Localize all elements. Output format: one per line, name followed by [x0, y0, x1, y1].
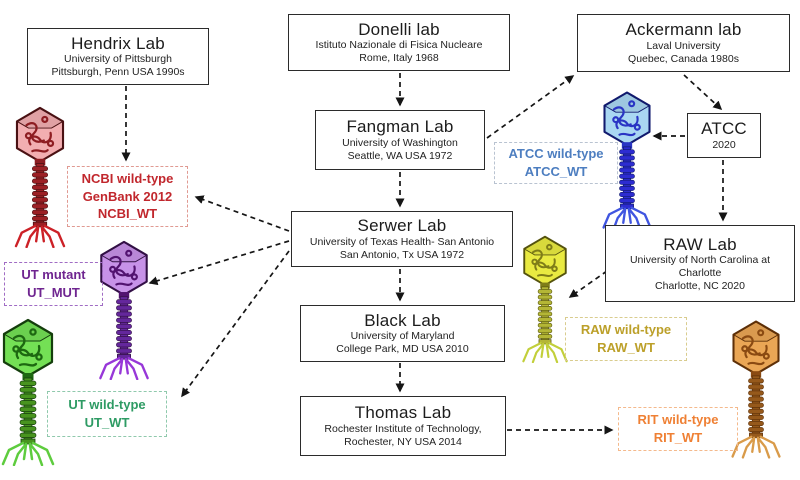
- sample-line: RAW_WT: [597, 340, 655, 355]
- sample-box-ncbi-wt: NCBI wild-type GenBank 2012 NCBI_WT: [67, 166, 188, 227]
- lab-title: RAW Lab: [663, 234, 737, 254]
- lab-subtitle: University of North Carolina at Charlott…: [629, 254, 771, 279]
- lab-title: Thomas Lab: [354, 403, 452, 423]
- lab-title: ATCC: [701, 119, 747, 139]
- sample-line: UT_MUT: [27, 285, 80, 300]
- phage-ncbi-red-icon: [4, 106, 76, 248]
- lab-subtitle: College Park, MD USA 2010: [336, 343, 469, 356]
- sample-line: UT mutant: [21, 267, 86, 283]
- lab-title: Ackermann lab: [625, 20, 742, 40]
- lab-box-ackermann: Ackermann lab Laval University Quebec, C…: [577, 14, 790, 72]
- lab-box-hendrix: Hendrix Lab University of Pittsburgh Pit…: [27, 28, 209, 85]
- lab-box-fangman: Fangman Lab University of Washington Sea…: [315, 110, 485, 170]
- lab-subtitle: Charlotte, NC 2020: [655, 279, 745, 292]
- lab-subtitle: 2020: [712, 138, 736, 151]
- phage-ut-mutant-purple-icon: [92, 240, 156, 380]
- sample-line: NCBI_WT: [97, 206, 158, 222]
- lab-box-atcc: ATCC 2020: [687, 113, 761, 158]
- lab-title: Hendrix Lab: [71, 33, 165, 53]
- arrow-serwer-to-utwt: [181, 250, 290, 398]
- lab-subtitle: Seattle, WA USA 1972: [347, 149, 453, 162]
- sample-box-raw-wt: RAW wild-type RAW_WT: [565, 317, 687, 361]
- lab-box-black: Black Lab University of Maryland College…: [300, 305, 505, 362]
- sample-line: RAW wild-type: [580, 322, 672, 338]
- lab-subtitle: Rome, Italy 1968: [359, 52, 439, 65]
- sample-line: ATCC_WT: [524, 164, 588, 179]
- lab-subtitle: Rochester Institute of Technology,: [324, 422, 482, 435]
- lab-subtitle: University of Maryland: [350, 330, 455, 343]
- lab-subtitle: Pittsburgh, Penn USA 1990s: [51, 66, 185, 79]
- lab-box-serwer: Serwer Lab University of Texas Health- S…: [291, 211, 513, 267]
- lab-subtitle: Quebec, Canada 1980s: [628, 52, 739, 65]
- lab-box-raw: RAW Lab University of North Carolina at …: [605, 225, 795, 302]
- lab-box-thomas: Thomas Lab Rochester Institute of Techno…: [300, 396, 506, 456]
- lab-subtitle: Laval University: [646, 39, 721, 52]
- lab-title: Black Lab: [364, 310, 441, 330]
- arrow-ackermann-to-atcc: [683, 74, 723, 111]
- lab-title: Fangman Lab: [346, 117, 454, 137]
- arrow-raw-to-yellowphage: [568, 270, 608, 298]
- lab-subtitle: University of Texas Health- San Antonio: [309, 235, 495, 248]
- sample-line: UT_WT: [84, 415, 130, 430]
- lab-subtitle: University of Washington: [342, 136, 458, 149]
- sample-box-rit-wt: RIT wild-type RIT_WT: [618, 407, 738, 451]
- lab-subtitle: Rochester, NY USA 2014: [344, 435, 462, 448]
- lab-title: Donelli lab: [358, 19, 440, 39]
- sample-line: RIT wild-type: [637, 412, 719, 428]
- sample-box-atcc-wt: ATCC wild-type ATCC_WT: [494, 142, 618, 184]
- sample-line: GenBank 2012: [82, 188, 173, 204]
- lab-subtitle: San Antonio, Tx USA 1972: [339, 248, 465, 261]
- lab-box-donelli: Donelli lab Istituto Nazionale di Fisica…: [288, 14, 510, 71]
- sample-line: UT wild-type: [68, 397, 146, 413]
- arrow-fangman-to-ackermann: [486, 75, 575, 139]
- sample-line: NCBI wild-type: [81, 171, 174, 187]
- lab-title: Serwer Lab: [357, 216, 447, 236]
- arrow-serwer-to-ncbi: [194, 195, 290, 232]
- arrow-serwer-to-utmut: [148, 240, 290, 286]
- sample-line: ATCC wild-type: [508, 146, 604, 162]
- sample-box-ut-wt: UT wild-type UT_WT: [47, 391, 167, 437]
- sample-box-ut-mut: UT mutant UT_MUT: [4, 262, 103, 306]
- sample-line: RIT_WT: [653, 430, 703, 445]
- lab-subtitle: Istituto Nazionale di Fisica Nucleare: [315, 39, 483, 52]
- lab-subtitle: University of Pittsburgh: [64, 53, 172, 66]
